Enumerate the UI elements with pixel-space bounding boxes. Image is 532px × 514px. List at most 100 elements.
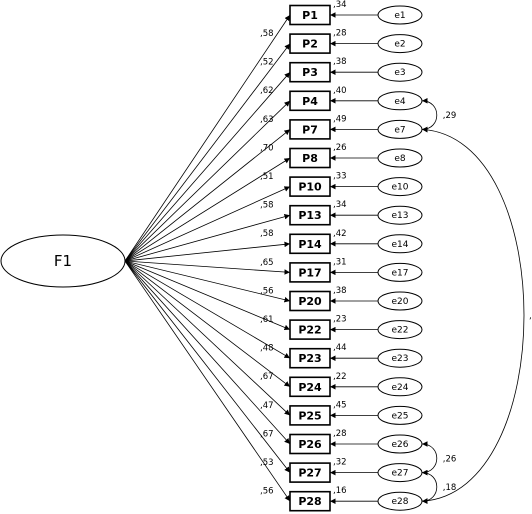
- error-label-e2: e2: [394, 40, 405, 50]
- error-label-e3: e3: [394, 68, 405, 78]
- covariance-value-e7-e28: ,03: [529, 311, 532, 321]
- error-ellipse-e17: [377, 262, 423, 282]
- indicator-label-p8: P8: [302, 152, 318, 165]
- r2-value-p23: ,44: [333, 343, 347, 353]
- indicator-box-p17: [289, 262, 331, 283]
- loading-value-p13: ,58: [260, 229, 274, 239]
- indicator-label-p10: P10: [298, 181, 322, 194]
- indicator-label-p28: P28: [298, 495, 321, 508]
- loading-value-p10: ,58: [260, 201, 274, 211]
- error-ellipse-e26: [377, 434, 423, 454]
- latent-factor-f1: F1: [0, 234, 126, 288]
- latent-factor-ellipse: [0, 234, 126, 288]
- loading-value-p7: ,70: [260, 143, 274, 153]
- loading-arrow-p27: [124, 260, 291, 473]
- r2-value-p4: ,40: [333, 86, 347, 96]
- r2-value-p27: ,32: [333, 458, 347, 468]
- loading-arrow-p20: [124, 260, 291, 303]
- error-label-e25: e25: [392, 411, 409, 421]
- error-label-e7: e7: [394, 125, 405, 135]
- r2-value-p10: ,33: [333, 172, 347, 182]
- loading-value-p27: ,56: [260, 487, 274, 497]
- indicator-box-p20: [289, 290, 331, 312]
- error-label-e4: e4: [394, 97, 406, 107]
- r2-value-p2: ,28: [333, 29, 347, 39]
- loading-arrow-p2: [124, 43, 291, 262]
- loading-arrow-p1: [124, 14, 291, 262]
- loading-arrow-p17: [124, 260, 291, 275]
- indicator-box-p3: [289, 61, 331, 83]
- loading-arrow-p28: [124, 260, 291, 502]
- r2-value-p28: ,16: [333, 486, 347, 496]
- indicator-box-p24: [289, 376, 331, 398]
- indicator-box-p10: [289, 176, 331, 197]
- r2-value-p7: ,49: [333, 114, 347, 124]
- error-ellipse-e8: [377, 148, 423, 168]
- r2-value-p25: ,45: [333, 400, 347, 410]
- error-ellipse-e24: [377, 377, 423, 397]
- r2-value-p14: ,42: [333, 229, 347, 239]
- error-label-e17: e17: [392, 268, 409, 278]
- covariance-arrow-e4-e7: [421, 98, 438, 133]
- r2-value-p1: ,34: [333, 0, 347, 10]
- indicator-box-p14: [289, 233, 331, 255]
- error-label-e10: e10: [392, 183, 409, 193]
- r2-value-p24: ,22: [333, 372, 347, 382]
- error-ellipse-e23: [377, 348, 423, 368]
- covariance-value-e27-e28: ,18: [443, 483, 457, 493]
- indicator-label-p24: P24: [298, 381, 322, 394]
- loading-arrow-p26: [124, 260, 291, 445]
- indicator-label-p7: P7: [302, 123, 318, 136]
- covariance-value-e4-e7: ,29: [443, 111, 457, 121]
- error-ellipse-e13: [377, 205, 423, 225]
- indicator-label-p1: P1: [302, 9, 318, 22]
- loading-arrow-p7: [124, 129, 291, 262]
- indicator-nodes: ,58P1,34e1,52P2,28e2,62P3,38e3,63P4,40e4…: [260, 0, 423, 512]
- indicator-label-p3: P3: [302, 66, 318, 79]
- error-label-e13: e13: [392, 211, 409, 221]
- loading-arrow-p13: [124, 213, 291, 262]
- error-paths: [330, 12, 378, 505]
- loading-value-p4: ,63: [260, 115, 274, 125]
- error-ellipse-e14: [377, 234, 423, 254]
- loading-value-p2: ,52: [260, 58, 274, 68]
- error-ellipse-e28: [377, 491, 423, 511]
- r2-value-p13: ,34: [333, 200, 347, 210]
- indicator-label-p2: P2: [302, 38, 318, 51]
- indicator-label-p20: P20: [298, 295, 322, 308]
- loading-arrow-p14: [124, 241, 291, 262]
- covariance-arrow-e7-e28: [421, 126, 525, 504]
- loading-value-p20: ,61: [260, 315, 274, 325]
- loading-value-p26: ,53: [260, 458, 274, 468]
- r2-value-p20: ,38: [333, 286, 347, 296]
- error-label-e23: e23: [392, 354, 409, 364]
- r2-value-p17: ,31: [333, 257, 347, 267]
- error-label-e24: e24: [392, 383, 409, 393]
- r2-value-p3: ,38: [333, 57, 347, 67]
- error-ellipse-e25: [377, 405, 423, 425]
- error-ellipse-e27: [377, 463, 423, 483]
- loading-arrow-p22: [124, 260, 291, 331]
- covariance-arrow-e26-e27: [421, 441, 438, 476]
- error-ellipse-e4: [377, 91, 423, 111]
- error-label-e27: e27: [392, 469, 409, 479]
- loading-arrow-p25: [124, 260, 291, 416]
- loading-arrow-p4: [124, 100, 291, 262]
- loading-arrow-p10: [124, 186, 291, 262]
- indicator-label-p27: P27: [298, 467, 321, 480]
- error-covariances: ,29,03,26,18: [421, 98, 532, 504]
- indicator-box-p1: [289, 4, 331, 26]
- indicator-box-p7: [289, 119, 331, 140]
- indicator-box-p28: [289, 490, 331, 512]
- indicator-label-p22: P22: [298, 324, 321, 337]
- indicator-box-p4: [289, 90, 331, 112]
- error-ellipse-e3: [377, 62, 423, 82]
- indicator-label-p26: P26: [298, 438, 322, 451]
- latent-factor-label: F1: [54, 252, 72, 270]
- error-ellipse-e20: [377, 291, 423, 311]
- error-ellipse-e2: [377, 34, 423, 54]
- indicator-label-p4: P4: [302, 95, 318, 108]
- r2-value-p26: ,28: [333, 429, 347, 439]
- error-label-e20: e20: [392, 297, 409, 307]
- error-label-e1: e1: [394, 11, 405, 21]
